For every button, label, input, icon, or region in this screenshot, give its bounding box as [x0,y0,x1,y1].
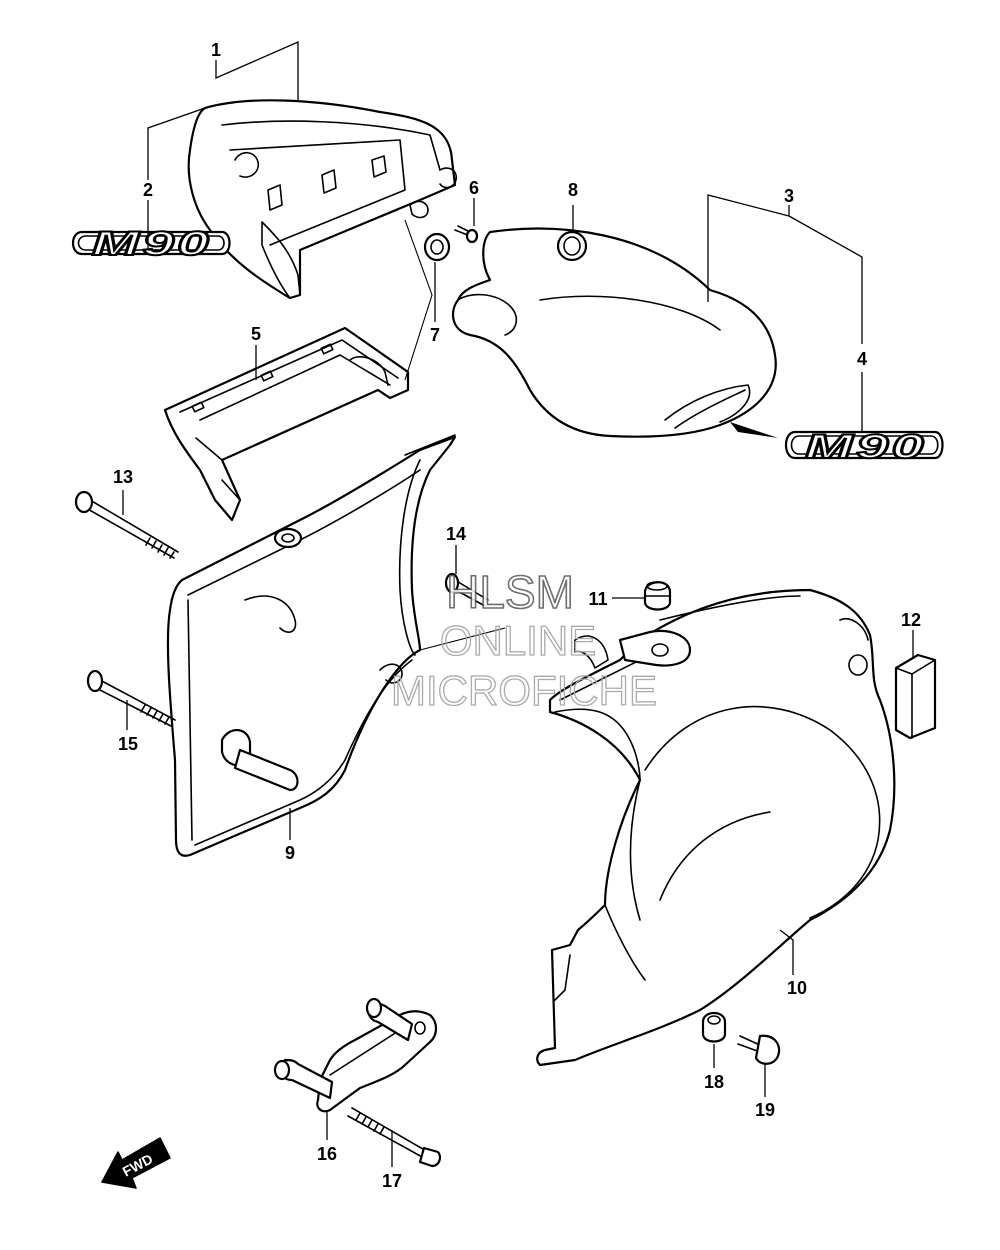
callout-19: 19 [755,1100,775,1120]
callout-14: 14 [446,524,466,544]
emblem-left: M90 [71,224,231,264]
emblem-left-text: M90 [92,225,212,263]
forward-direction-arrow: FWD [101,1137,171,1189]
callout-18: 18 [704,1072,724,1092]
callout-labels: 1 2 3 4 5 6 7 8 9 10 11 12 13 14 15 16 1… [113,40,921,1191]
part-bolt-15 [86,669,176,727]
callout-12: 12 [901,610,921,630]
callout-15: 15 [118,734,138,754]
part-grommet-11 [643,581,672,611]
callout-8: 8 [568,180,578,200]
part-grommet-8 [556,230,588,262]
callout-1: 1 [211,40,221,60]
part-bracket-16 [273,997,438,1113]
part-right-side-cover [451,227,777,438]
part-bolt-17 [347,1107,442,1168]
callout-2: 2 [143,180,153,200]
callout-6: 6 [469,178,479,198]
callout-13: 13 [113,467,133,487]
part-bolt-14 [444,572,489,607]
part-bolt-13 [74,490,179,559]
part-pad-12 [894,653,937,740]
part-bolt-19 [737,1034,781,1065]
part-cover-plate-9 [166,434,457,857]
emblem-right-text: M90 [805,428,927,466]
callout-17: 17 [382,1171,402,1191]
part-large-cover-10 [536,588,896,1067]
callout-7: 7 [430,325,440,345]
part-left-side-cover [187,99,458,300]
callout-3: 3 [784,186,794,206]
leader-lines [122,41,914,1167]
watermark-line2: ONLINE [440,617,596,664]
callout-16: 16 [317,1144,337,1164]
callout-4: 4 [857,349,867,369]
watermark-line3: MICROFICHE [391,667,657,714]
part-bracket-5 [163,326,410,522]
part-collar-18 [701,1011,727,1043]
emblem-right: M90 [784,427,944,467]
part-screw-6 [454,225,479,244]
callout-9: 9 [285,843,295,863]
part-grommet-7 [423,232,451,262]
callout-11: 11 [588,589,607,609]
emblem-pointer-arrow [730,422,778,438]
watermark-line1: HLSM [446,566,574,618]
watermark: HLSM ONLINE MICROFICHE [390,565,657,714]
callout-10: 10 [787,978,807,998]
callout-5: 5 [251,324,261,344]
